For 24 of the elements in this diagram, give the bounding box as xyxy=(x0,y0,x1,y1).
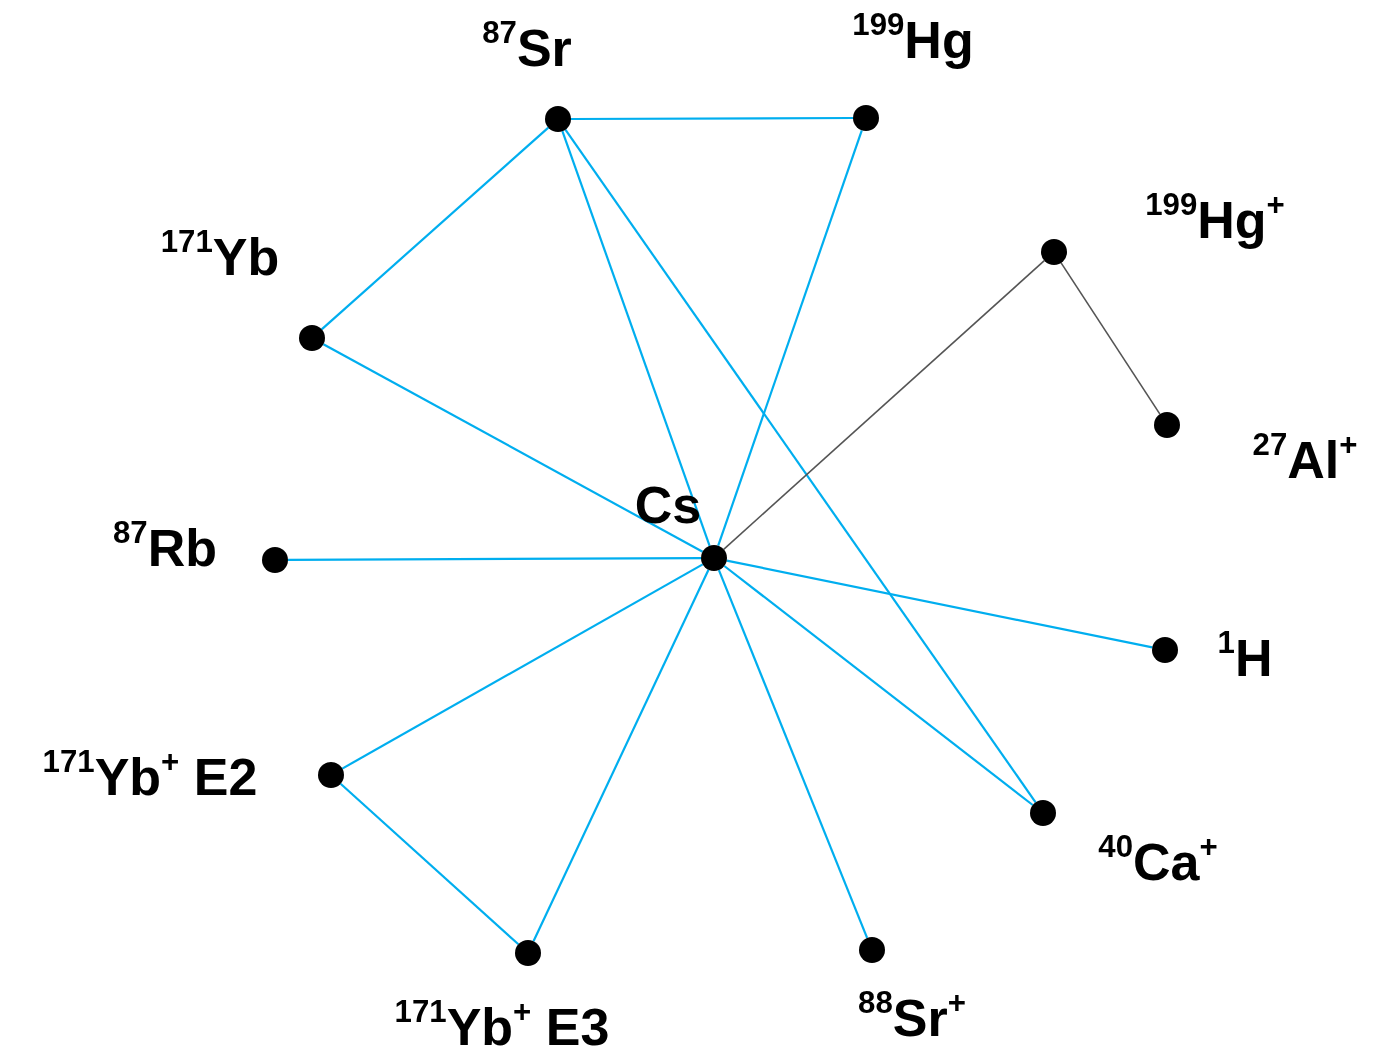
isotope-label: $^{27}$Al$^{+}$ xyxy=(1252,434,1358,486)
connector-line xyxy=(564,129,1037,803)
connector-line xyxy=(339,782,520,946)
isotope-label: $^{40}$Ca$^{+}$ xyxy=(1098,836,1218,888)
connector-line xyxy=(288,557,701,561)
connector-line xyxy=(717,129,863,547)
connector-line xyxy=(726,559,1153,649)
connector-line xyxy=(723,565,1034,806)
connector-line xyxy=(571,116,853,121)
connector-line xyxy=(322,343,704,553)
connector-line xyxy=(341,563,704,770)
isotope-label: $^{171}$Yb$^{+}$ E3 xyxy=(394,1001,610,1053)
connector-line xyxy=(532,569,710,942)
isotope-label: $^{87}$Rb xyxy=(113,522,217,574)
connector-line xyxy=(722,259,1046,551)
connector-line xyxy=(717,569,869,939)
connector-line xyxy=(1060,262,1161,415)
isotope-label: $^{87}$Sr xyxy=(482,22,572,74)
connector-line xyxy=(561,130,711,547)
isotope-label: $^{88}$Sr$^{+}$ xyxy=(858,992,966,1044)
isotope-label: $^{1}$H xyxy=(1217,632,1273,684)
connector-line xyxy=(320,126,550,331)
isotope-label: $^{171}$Yb$^{+}$ E2 xyxy=(42,751,258,803)
isotope-label: $^{171}$Yb xyxy=(160,231,280,283)
